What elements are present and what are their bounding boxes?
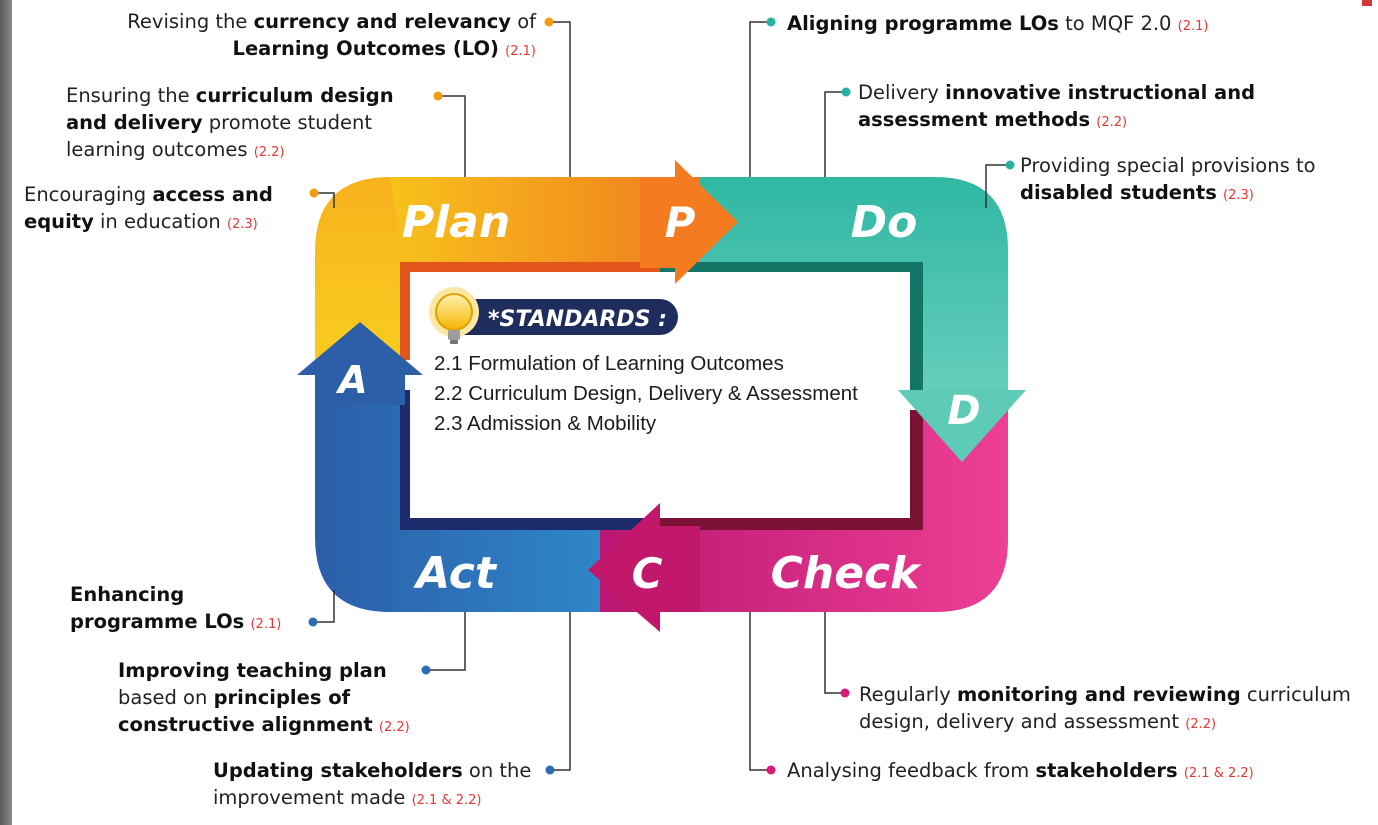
a-arrow bbox=[297, 322, 423, 405]
act-note-1: Enhancing programme LOs (2.1) bbox=[70, 583, 282, 633]
plan-inner-band bbox=[400, 262, 665, 360]
do-note-3: Providing special provisions to disabled… bbox=[1020, 154, 1316, 204]
corner-mark bbox=[1362, 0, 1372, 6]
act-segment bbox=[315, 375, 600, 612]
standard-item: 2.1 Formulation of Learning Outcomes bbox=[434, 352, 784, 375]
d-arrow-label: D bbox=[947, 388, 980, 434]
c-arrow bbox=[588, 503, 700, 632]
check-label: Check bbox=[771, 548, 923, 599]
do-note-2: Delivery innovative instructional and as… bbox=[858, 81, 1256, 131]
standards-banner bbox=[446, 299, 678, 335]
act-note-2: Improving teaching plan based on princip… bbox=[118, 659, 410, 736]
connector-dots bbox=[308, 17, 1015, 775]
act-label: Act bbox=[413, 548, 498, 599]
p-arrow-label: P bbox=[665, 198, 696, 247]
do-label: Do bbox=[851, 197, 918, 248]
standards-title: *STANDARDS : bbox=[488, 307, 667, 332]
plan-note-1: Revising the currency and relevancy of L… bbox=[127, 10, 536, 60]
plan-label: Plan bbox=[402, 197, 510, 248]
plan-note-3: Encouraging access and equity in educati… bbox=[24, 183, 273, 233]
p-arrow bbox=[640, 160, 738, 284]
d-arrow bbox=[898, 390, 1026, 462]
lightbulb-icon bbox=[429, 287, 479, 344]
do-note-1: Aligning programme LOs to MQF 2.0 (2.1) bbox=[787, 12, 1209, 35]
plan-note-2: Ensuring the curriculum design and deliv… bbox=[66, 84, 394, 161]
check-note-2: Analysing feedback from stakeholders (2.… bbox=[787, 759, 1254, 782]
check-note-1: Regularly monitoring and reviewing curri… bbox=[859, 683, 1351, 733]
left-border-strip bbox=[0, 0, 12, 825]
standard-item: 2.3 Admission & Mobility bbox=[434, 412, 657, 435]
c-arrow-label: C bbox=[632, 549, 663, 598]
do-segment bbox=[700, 177, 1008, 410]
standard-item: 2.2 Curriculum Design, Delivery & Assess… bbox=[434, 382, 858, 405]
check-segment bbox=[600, 410, 1008, 612]
act-note-3: Updating stakeholders on the improvement… bbox=[213, 759, 532, 809]
connector-lines bbox=[313, 21, 1008, 771]
a-arrow-label: A bbox=[335, 358, 367, 402]
